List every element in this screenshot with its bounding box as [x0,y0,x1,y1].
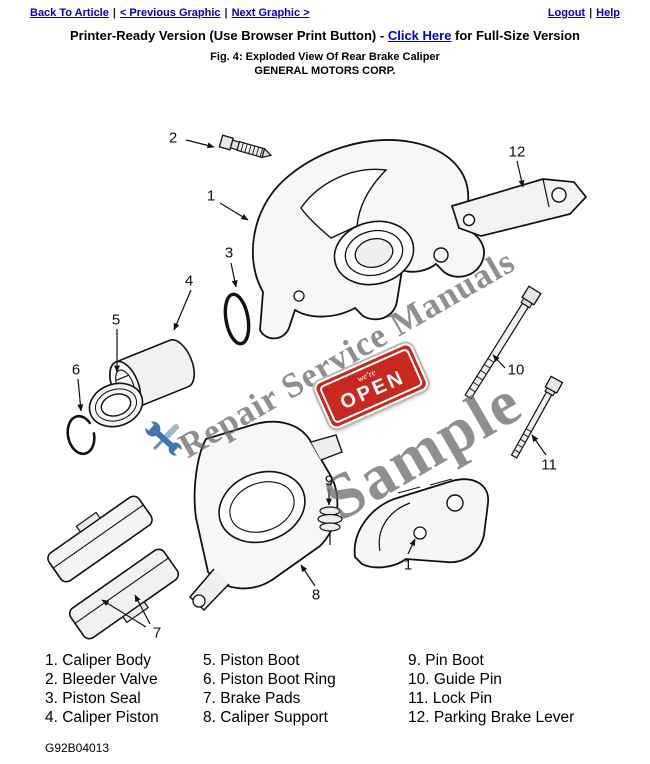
nav-left-group: Back To Article|< Previous Graphic|Next … [30,7,310,19]
legend-item: 2. Bleeder Valve [45,671,158,688]
legend-column-1: 1. Caliper Body 2. Bleeder Valve 3. Piston… [45,651,203,727]
title-prefix: Printer-Ready Version (Use Browser Print… [69,28,388,43]
bleeder-valve-part [218,134,273,159]
parking-brake-lever-part [450,178,588,237]
pin-boot-part [317,506,343,545]
top-navigation: Back To Article|< Previous Graphic|Next … [0,0,650,19]
guide-pin-part [464,285,542,400]
brake-caliper-exploded-diagram [47,134,588,640]
callout-leader-lines [77,139,547,628]
diagram-area: Repair Service Manuals we're OPEN [0,87,650,645]
nav-separator: | [224,7,228,19]
previous-graphic-link[interactable]: < Previous Graphic [119,7,221,19]
back-to-article-link[interactable]: Back To Article [30,7,109,19]
brake-pads-part [47,495,180,640]
caliper-assembly-part [353,478,489,569]
piston-seal-part [223,292,251,346]
legend-item: 9. Pin Boot [408,652,484,669]
legend-item: 11. Lock Pin [408,690,493,707]
help-link[interactable]: Help [596,7,620,19]
page-title: Printer-Ready Version (Use Browser Print… [0,28,650,43]
legend-item: 7. Brake Pads [203,690,301,707]
figure-caption: Fig. 4: Exploded View Of Rear Brake Cali… [210,51,440,63]
nav-separator: | [589,7,593,19]
company-name: GENERAL MOTORS CORP. [254,65,396,77]
caliper-support-part [188,420,343,612]
piston-boot-part [88,382,144,428]
title-suffix: for Full-Size Version [451,28,580,43]
next-graphic-link[interactable]: Next Graphic > [231,7,310,19]
legend-item: 1. Caliper Body [45,652,151,669]
nav-right-group: Logout|Help [548,7,620,19]
legend-item: 5. Piston Boot [203,652,300,669]
legend-column-2: 5. Piston Boot 6. Piston Boot Ring 7. Brak… [203,651,408,727]
legend-item: 10. Guide Pin [408,671,502,688]
legend-item: 12. Parking Brake Lever [408,709,575,726]
legend-item: 3. Piston Seal [45,690,141,707]
legend-item: 8. Caliper Support [203,709,328,726]
legend-column-3: 9. Pin Boot 10. Guide Pin 11. Lock Pin 12. … [408,651,574,727]
logout-link[interactable]: Logout [547,7,586,19]
figure-code: G92B04013 [45,741,110,755]
full-size-version-link[interactable]: Click Here [387,28,452,43]
wrench-screwdriver-icon [140,415,188,463]
piston-boot-ring-part [66,414,96,456]
nav-separator: | [112,7,116,19]
legend-item: 6. Piston Boot Ring [203,671,336,688]
lock-pin-part [510,375,564,459]
legend-item: 4. Caliper Piston [45,709,159,726]
caliper-body-part [251,139,485,340]
parts-legend: 1. Caliper Body 2. Bleeder Valve 3. Piston… [0,651,650,727]
